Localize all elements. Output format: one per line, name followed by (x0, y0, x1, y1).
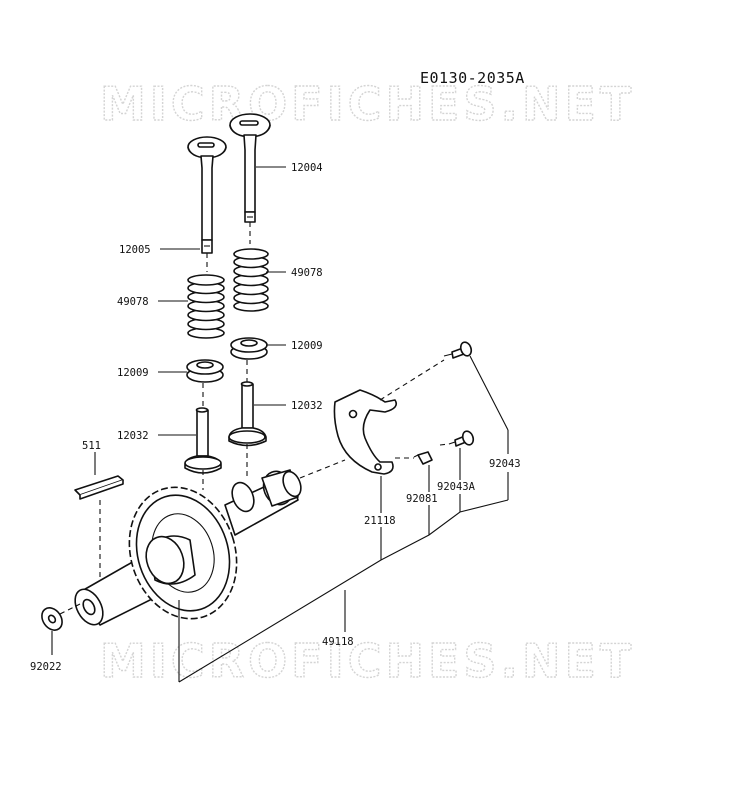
tappet-left (184, 407, 222, 474)
watermark-bottom: MICROFICHES.NET (100, 634, 635, 688)
governor-bracket (333, 389, 398, 475)
label-511: 511 (82, 440, 101, 452)
key-part (74, 475, 124, 500)
camshaft-assembly (41, 469, 302, 631)
label-49078-left: 49078 (117, 296, 149, 308)
valve-left (187, 136, 227, 254)
label-12005: 12005 (119, 244, 151, 256)
label-92081: 92081 (406, 493, 438, 505)
label-49118: 49118 (322, 636, 354, 648)
retainer-right (230, 337, 268, 360)
label-12032-right: 12032 (291, 400, 323, 412)
label-12032-left: 12032 (117, 430, 149, 442)
diagram-code: E0130-2035A (420, 69, 525, 87)
tappet-right (228, 381, 267, 447)
spring-right (233, 248, 269, 312)
label-92043: 92043 (489, 458, 521, 470)
watermark-top: MICROFICHES.NET (100, 77, 635, 131)
spring-left (187, 274, 225, 339)
label-12004: 12004 (291, 162, 323, 174)
retainer-left (186, 359, 224, 383)
label-92022: 92022 (30, 661, 62, 673)
pin-92081 (413, 451, 433, 465)
valve-right (229, 113, 271, 223)
label-12009-right: 12009 (291, 340, 323, 352)
label-49078-right: 49078 (291, 267, 323, 279)
bolt-92043 (443, 341, 473, 359)
label-12009-left: 12009 (117, 367, 149, 379)
bolt-92043A (448, 430, 475, 447)
label-92043A: 92043A (437, 481, 476, 493)
label-21118: 21118 (364, 515, 396, 527)
